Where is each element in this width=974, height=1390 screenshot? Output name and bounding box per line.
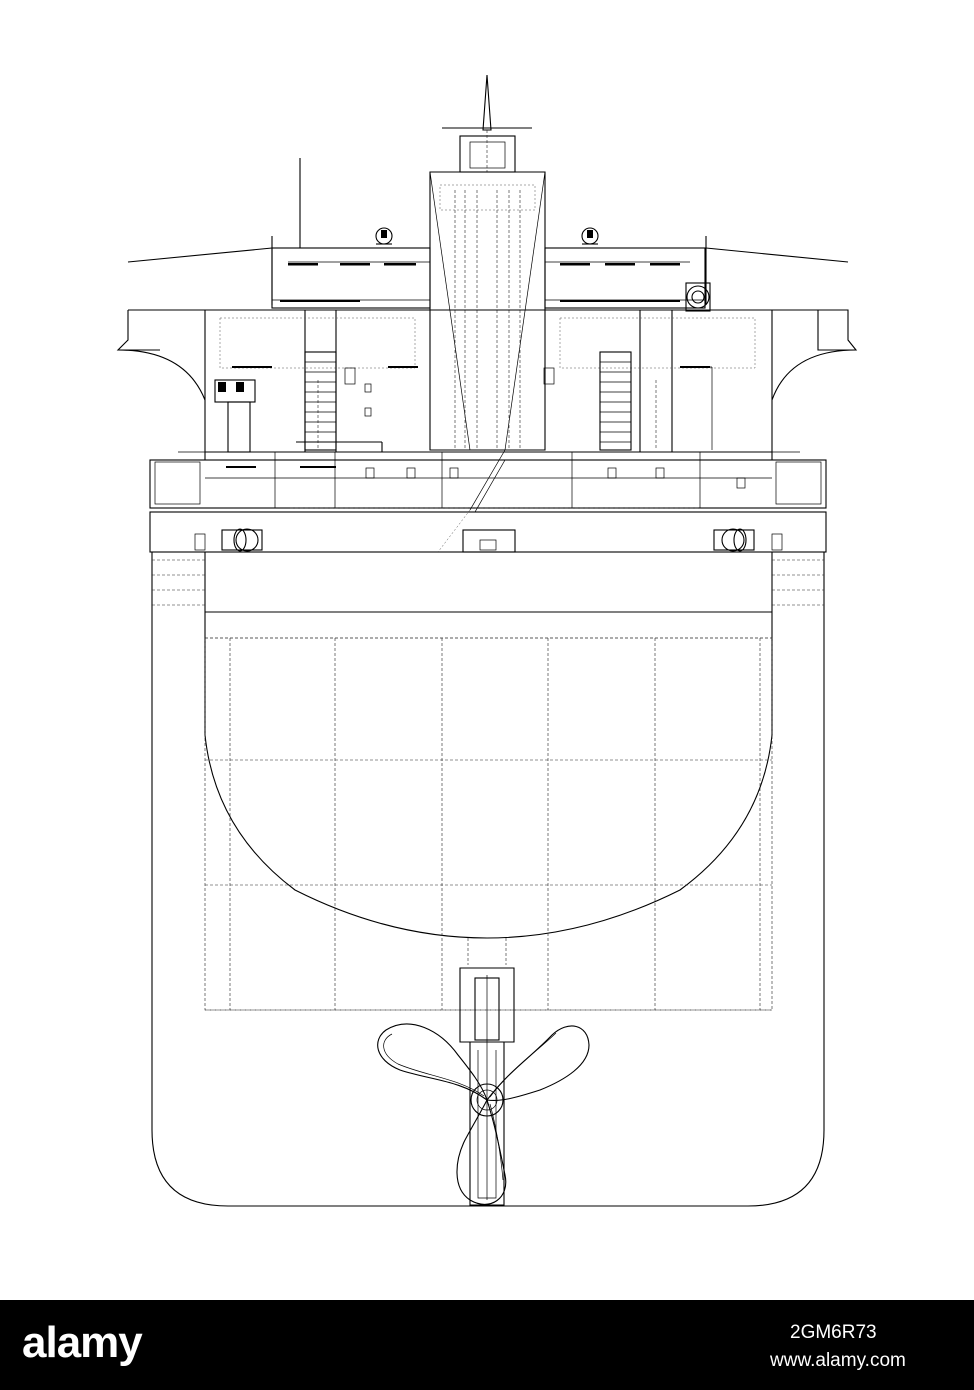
bridge-lights (375, 227, 599, 245)
mast (442, 74, 532, 173)
accommodation-upper (116, 309, 858, 452)
rudder (459, 938, 515, 1206)
propeller (377, 1023, 590, 1205)
hull (151, 551, 825, 1207)
funnel (429, 171, 546, 451)
poop-deck (149, 451, 827, 513)
deck-winch (214, 379, 383, 453)
ship-stern-drawing (116, 74, 858, 1207)
mooring-deck (149, 511, 827, 553)
frame-grid (204, 637, 773, 1011)
lifeboat-davit (685, 282, 711, 312)
transom (204, 638, 773, 939)
stairs-left (304, 351, 337, 451)
brand-logo: alamy (22, 1318, 143, 1367)
image-id: 2GM6R73 (790, 1322, 877, 1343)
stairs-right (599, 351, 632, 451)
bridge-deck (271, 247, 706, 309)
antennas (127, 158, 849, 305)
watermark-footer: alamy 2GM6R73 www.alamy.com (0, 1300, 974, 1390)
site-url: www.alamy.com (770, 1350, 906, 1371)
center-stair (437, 449, 506, 553)
